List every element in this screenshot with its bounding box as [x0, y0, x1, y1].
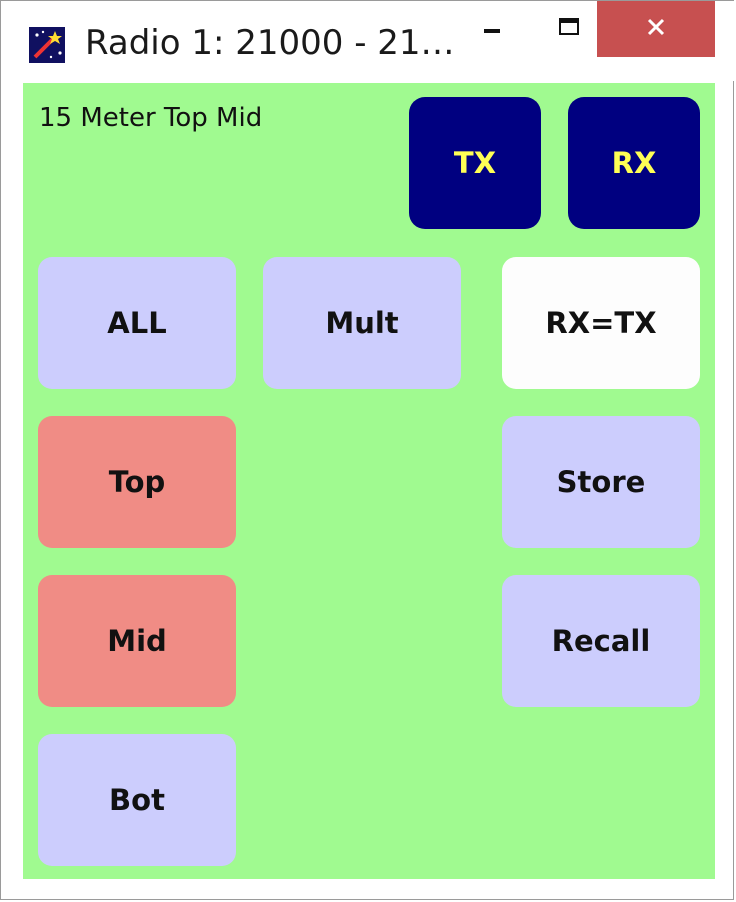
tx-button[interactable]: TX	[409, 97, 541, 229]
all-button[interactable]: ALL	[38, 257, 236, 389]
maximize-button[interactable]	[541, 1, 597, 57]
close-button[interactable]	[597, 1, 715, 57]
title-bar[interactable]: Radio 1: 21000 - 21…	[1, 1, 735, 81]
close-icon	[646, 17, 666, 41]
mid-button[interactable]: Mid	[38, 575, 236, 707]
minimize-button[interactable]	[463, 1, 521, 57]
window-title: Radio 1: 21000 - 21…	[85, 23, 455, 63]
bot-button[interactable]: Bot	[38, 734, 236, 866]
minimize-icon	[482, 17, 502, 41]
maximize-icon	[558, 17, 580, 41]
top-button[interactable]: Top	[38, 416, 236, 548]
band-label: 15 Meter Top Mid	[39, 103, 263, 133]
wand-icon[interactable]	[29, 27, 65, 63]
rx-equals-tx-button[interactable]: RX=TX	[502, 257, 700, 389]
radio-control-panel: 15 Meter Top Mid TX RX ALL Mult RX=TX To…	[23, 83, 715, 879]
recall-button[interactable]: Recall	[502, 575, 700, 707]
mult-button[interactable]: Mult	[263, 257, 461, 389]
store-button[interactable]: Store	[502, 416, 700, 548]
rx-button[interactable]: RX	[568, 97, 700, 229]
